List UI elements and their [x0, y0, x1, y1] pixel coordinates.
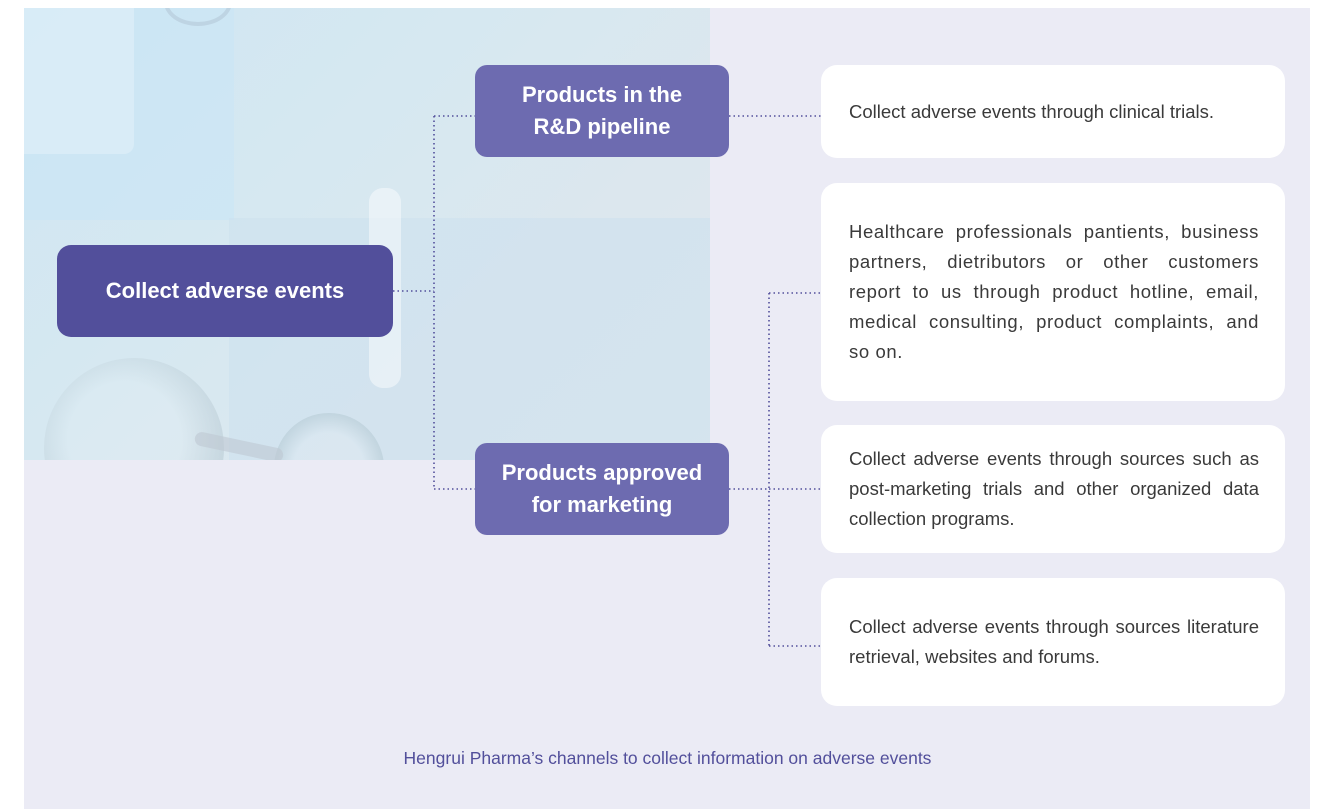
- info-card-literature: Collect adverse events through sources l…: [821, 578, 1285, 706]
- root-node: Collect adverse events: [57, 245, 393, 337]
- info-card-reports: Healthcare professionals pantients, busi…: [821, 183, 1285, 401]
- diagram-caption: Hengrui Pharma’s channels to collect inf…: [403, 748, 932, 768]
- info-card-clinical-trials: Collect adverse events through clinical …: [821, 65, 1285, 158]
- branch-node-label-line1: Products approved: [501, 460, 703, 485]
- info-card-text: Collect adverse events through sources l…: [849, 616, 1259, 667]
- info-card-text: Collect adverse events through clinical …: [849, 100, 1215, 122]
- branch-node-label-line2: R&D pipeline: [533, 114, 671, 139]
- info-card-text: Collect adverse events through sources s…: [849, 448, 1259, 529]
- root-node-label: Collect adverse events: [105, 278, 345, 303]
- branch-node-label-line2: for marketing: [531, 492, 673, 517]
- info-card-text: Healthcare professionals pantients, busi…: [849, 221, 1259, 362]
- branch-node-approved-marketing: Products approved for marketing: [475, 443, 729, 535]
- branch-node-label-line1: Products in the: [521, 82, 683, 107]
- info-card-post-marketing: Collect adverse events through sources s…: [821, 425, 1285, 553]
- branch-node-rd-pipeline: Products in the R&D pipeline: [475, 65, 729, 157]
